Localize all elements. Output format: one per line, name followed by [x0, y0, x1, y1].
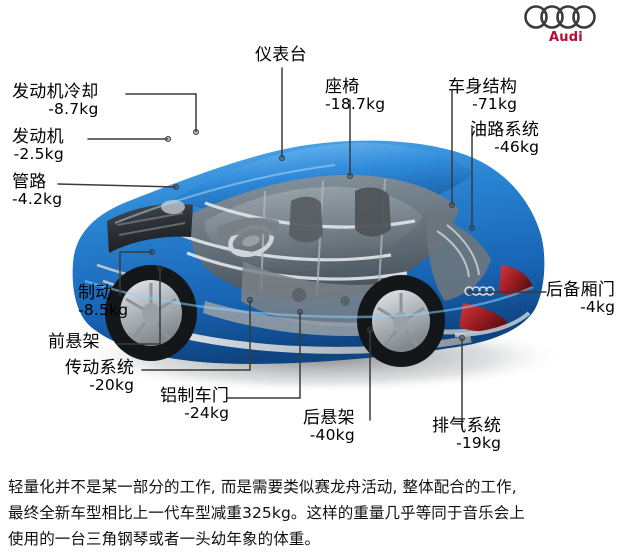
callout-fuel-system: 油路系统 -46kg [470, 120, 540, 156]
callout-drivetrain-name: 传动系统 [65, 358, 135, 378]
callout-engine-cooling-name: 发动机冷却 [12, 82, 99, 102]
callout-aluminum-doors: 铝制车门 -24kg [160, 386, 230, 422]
caption-block: 轻量化并不是某一部分的工作, 而是需要类似赛龙舟活动, 整体配合的工作, 最终全… [8, 474, 612, 552]
callout-rear-suspension-value: -40kg [309, 425, 355, 444]
callout-front-suspension: 前悬架 [48, 332, 100, 352]
callout-brakes: 制动 -8.5kg [78, 283, 129, 319]
callout-engine-cooling: 发动机冷却 -8.7kg [12, 82, 99, 118]
callout-fuel-system-value: -46kg [494, 137, 540, 156]
callout-front-suspension-name: 前悬架 [48, 332, 100, 352]
callout-seats-value: -18.7kg [325, 94, 386, 113]
callout-dashboard-name: 仪表台 [255, 45, 307, 65]
callout-piping: 管路 -4.2kg [12, 172, 63, 208]
callout-brakes-name: 制动 [78, 283, 113, 303]
callout-body-structure: 车身结构 -71kg [448, 77, 518, 113]
callout-drivetrain: 传动系统 -20kg [65, 358, 135, 394]
caption-line-1: 轻量化并不是某一部分的工作, 而是需要类似赛龙舟活动, 整体配合的工作, [8, 478, 517, 496]
caption-line-3: 使用的一台三角钢琴或者一头幼年象的体重。 [8, 530, 321, 548]
callout-body-structure-value: -71kg [472, 94, 518, 113]
callout-engine: 发动机 -2.5kg [12, 127, 64, 163]
callout-exhaust-system: 排气系统 -19kg [432, 416, 502, 452]
callout-piping-value: -4.2kg [12, 189, 63, 208]
callout-body-structure-name: 车身结构 [448, 77, 518, 97]
audi-wordmark: Audi [549, 30, 583, 45]
callout-exhaust-system-value: -19kg [456, 433, 502, 452]
callout-tailgate-name: 后备厢门 [546, 280, 616, 300]
callout-tailgate: 后备厢门 -4kg [546, 280, 616, 316]
callout-rear-suspension-name: 后悬架 [303, 408, 355, 428]
callout-seats-name: 座椅 [325, 77, 360, 97]
audi-logo: Audi [518, 4, 614, 52]
tail-light-upper [499, 265, 533, 295]
callout-rear-suspension: 后悬架 -40kg [303, 408, 355, 444]
callout-dashboard: 仪表台 [255, 45, 307, 65]
audi-four-rings-icon [524, 5, 596, 29]
callout-seats: 座椅 -18.7kg [325, 77, 386, 113]
callout-tailgate-value: -4kg [580, 297, 616, 316]
callout-aluminum-doors-name: 铝制车门 [160, 386, 230, 406]
callout-piping-name: 管路 [12, 172, 47, 192]
caption-line-2: 最终全新车型相比上一代车型减重325kg。这样的重量几乎等同于音乐会上 [8, 504, 525, 522]
callout-drivetrain-value: -20kg [89, 375, 135, 394]
rear-wheel [357, 275, 445, 367]
callout-exhaust-system-name: 排气系统 [432, 416, 502, 436]
callout-aluminum-doors-value: -24kg [184, 403, 230, 422]
callout-engine-cooling-value: -8.7kg [48, 99, 99, 118]
callout-engine-name: 发动机 [12, 127, 64, 147]
callout-engine-value: -2.5kg [13, 144, 64, 163]
tail-light-lower [459, 303, 509, 332]
callout-brakes-value: -8.5kg [78, 300, 129, 319]
callout-fuel-system-name: 油路系统 [470, 120, 540, 140]
